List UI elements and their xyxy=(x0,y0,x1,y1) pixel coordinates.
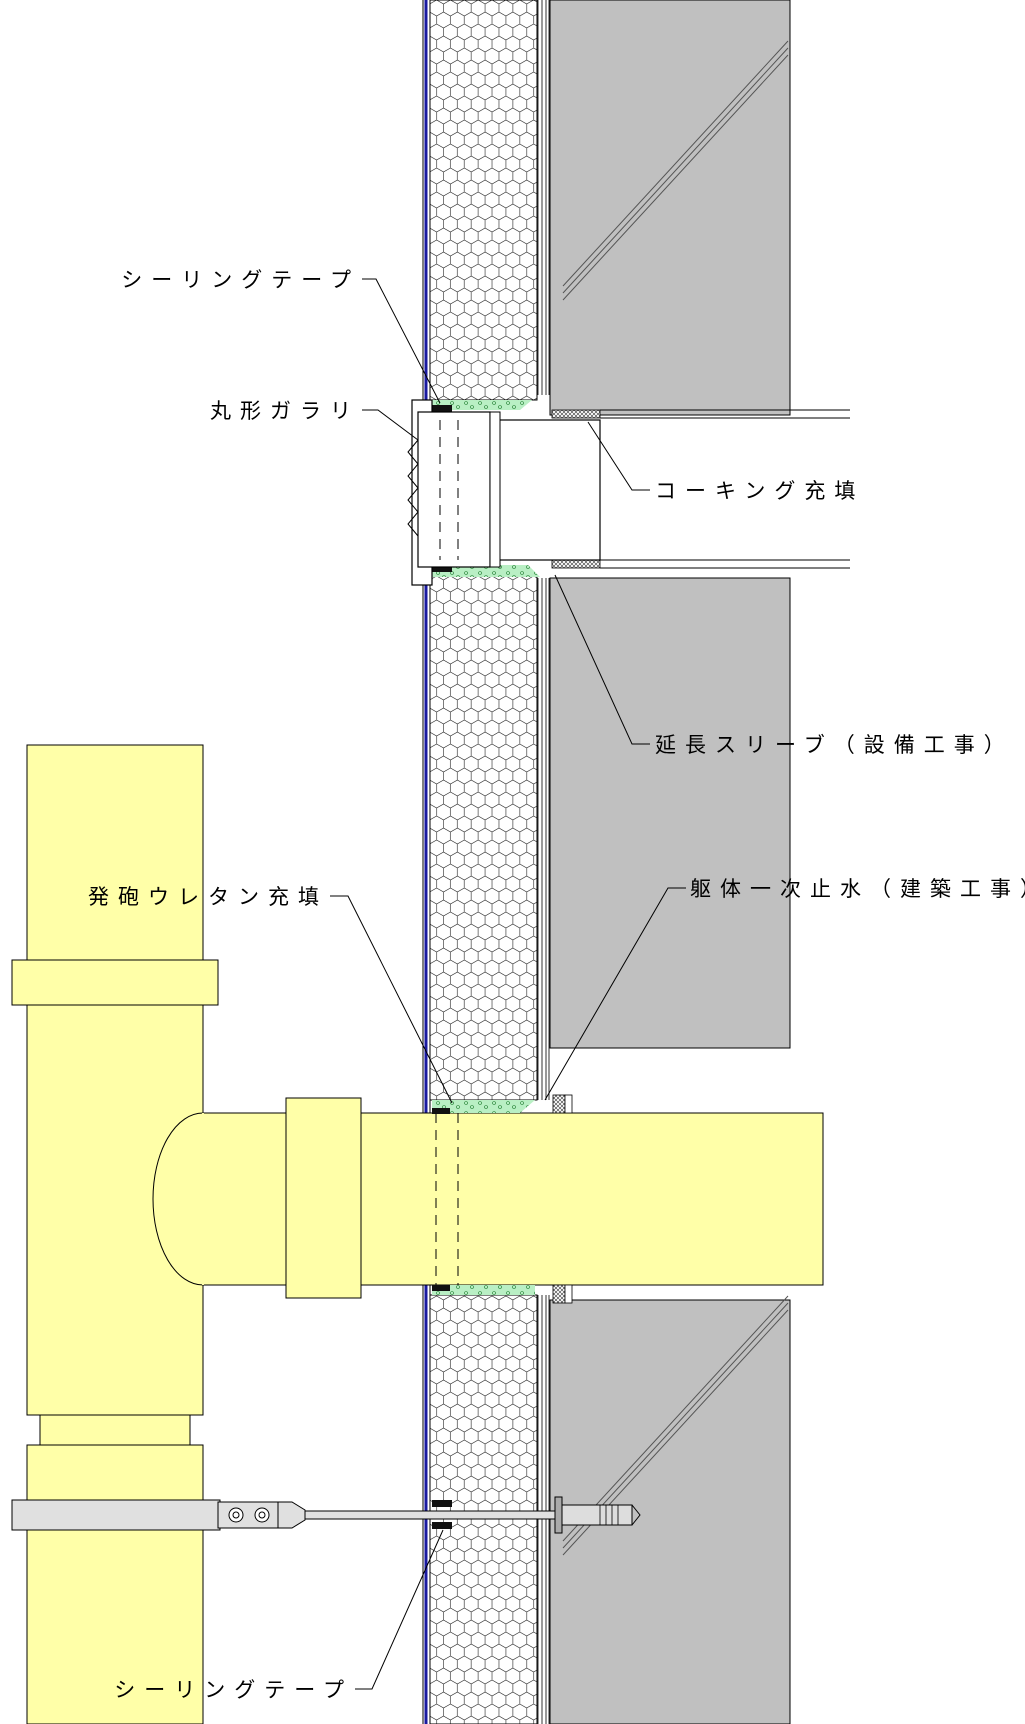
label-extension-sleeve: 延長スリーブ（設備工事） xyxy=(655,733,1014,757)
leader-lines xyxy=(330,278,686,1690)
leader-primary-waterproofing xyxy=(544,887,686,1101)
label-urethane-foam-fill: 発砲ウレタン充填 xyxy=(88,885,328,909)
label-sealing-tape-top: シーリングテープ xyxy=(121,268,360,292)
leader-urethane-foam xyxy=(330,895,453,1104)
concrete-wall xyxy=(537,0,791,1724)
label-primary-waterproofing: 躯体一次止水（建築工事） xyxy=(690,877,1025,901)
drain-piping xyxy=(11,744,824,1724)
leader-sealing-tape-top xyxy=(362,278,441,404)
callout-labels: シーリングテープ 丸形ガラリ コーキング充填 延長スリーブ（設備工事） 発砲ウレ… xyxy=(88,268,1025,1702)
upper-penetration xyxy=(407,399,850,586)
exterior-board xyxy=(422,0,431,1724)
label-round-louver: 丸形ガラリ xyxy=(210,399,360,423)
pipe-support-bracket xyxy=(11,1496,641,1534)
leader-sealing-tape-bottom xyxy=(355,1529,444,1690)
lower-penetration xyxy=(432,1094,573,1304)
label-sealing-tape-bottom: シーリングテープ xyxy=(114,1678,353,1702)
leader-caulking-fill xyxy=(587,421,650,491)
leader-extension-sleeve xyxy=(554,574,650,745)
insulation-layer xyxy=(429,0,538,1724)
label-caulking-fill: コーキング充填 xyxy=(655,479,864,503)
leader-round-louver xyxy=(362,409,419,441)
